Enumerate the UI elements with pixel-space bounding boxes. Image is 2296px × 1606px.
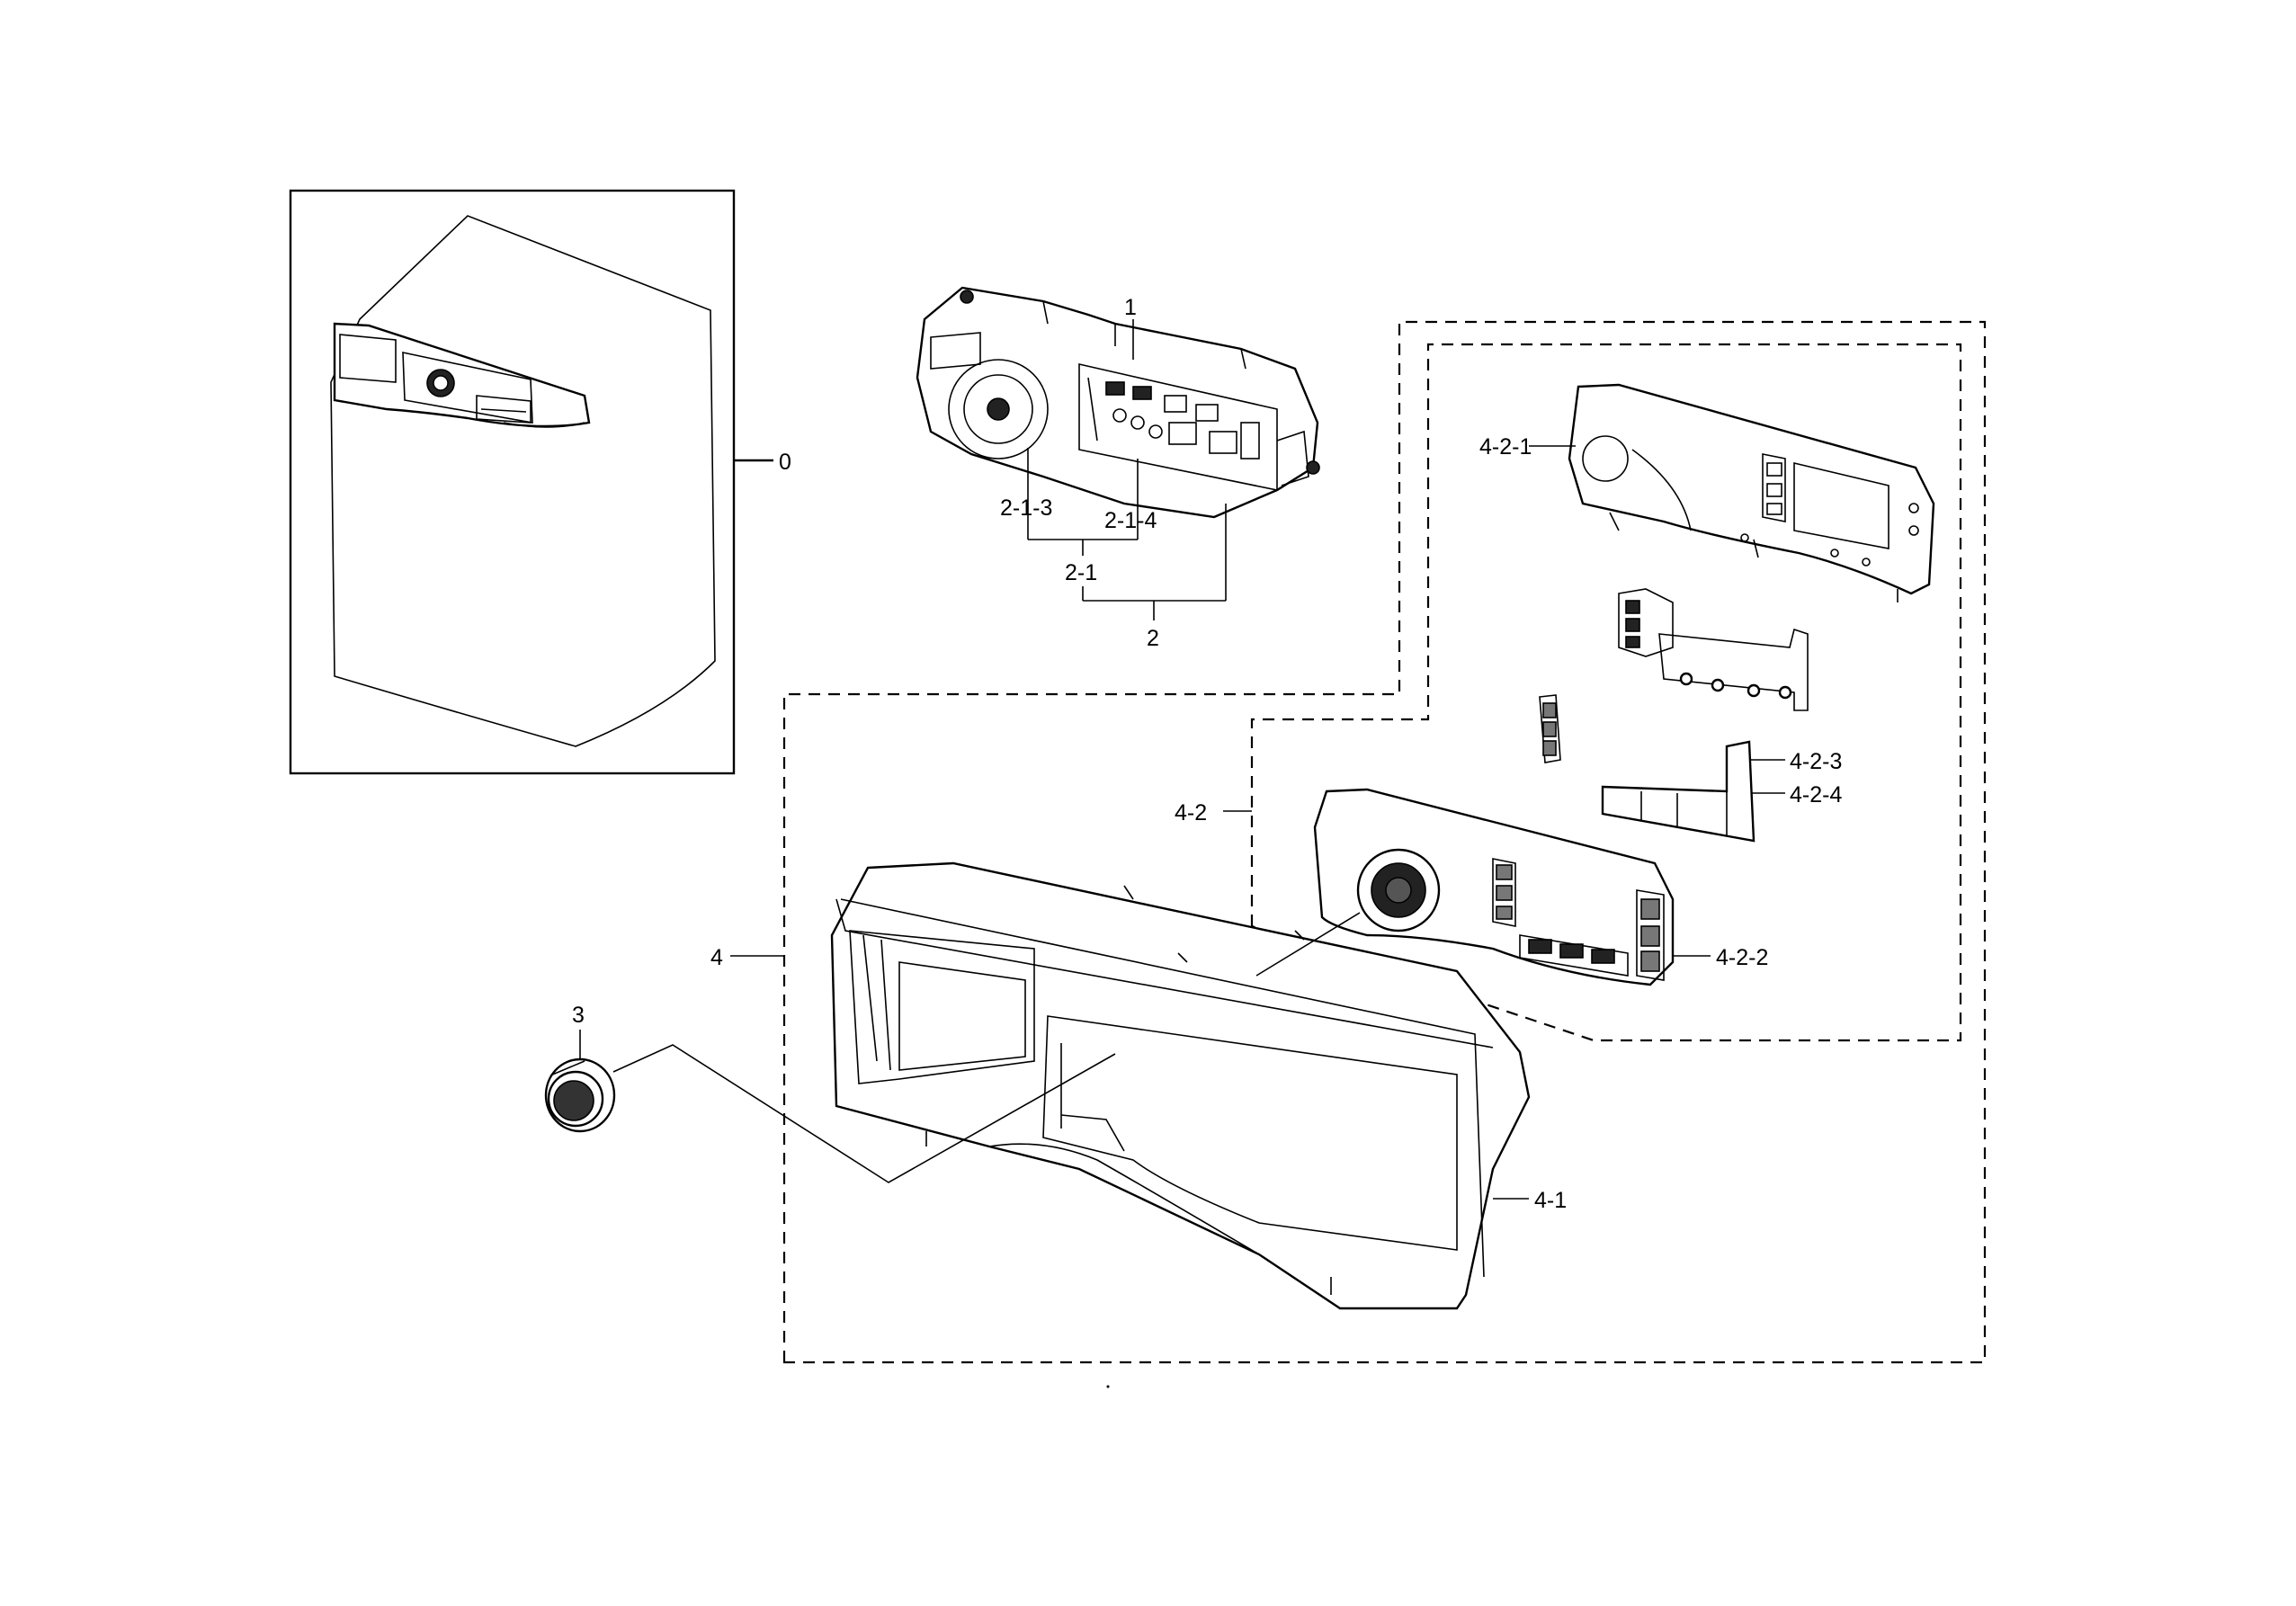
callout-4-2-4: 4-2-4 bbox=[1790, 782, 1842, 807]
pcb-assembly bbox=[916, 286, 1320, 519]
panel-frame-4-2-1 bbox=[1568, 383, 1935, 602]
callout-0: 0 bbox=[779, 450, 791, 475]
callout-2-1: 2-1 bbox=[1065, 560, 1097, 585]
callout-3: 3 bbox=[572, 1003, 585, 1028]
button-bracket bbox=[1618, 588, 1809, 711]
panel-housing-4-1 bbox=[830, 861, 1531, 1310]
callout-4-2-3: 4-2-3 bbox=[1790, 749, 1842, 774]
leader-decor-to-housing bbox=[1255, 912, 1361, 977]
button-piece-4-2-3-4-2-4 bbox=[1601, 740, 1756, 843]
assembly-overview-box bbox=[289, 189, 736, 775]
callout-2-1-4: 2-1-4 bbox=[1104, 508, 1157, 533]
callout-1: 1 bbox=[1124, 295, 1137, 320]
callout-4-2: 4-2 bbox=[1175, 800, 1207, 825]
knob-3 bbox=[544, 1057, 616, 1133]
callout-4-2-1: 4-2-1 bbox=[1479, 434, 1532, 459]
callout-2: 2 bbox=[1147, 626, 1159, 651]
callout-2-1-3: 2-1-3 bbox=[1000, 495, 1052, 521]
callout-4-2-2: 4-2-2 bbox=[1716, 945, 1768, 970]
decor-panel-4-2-2 bbox=[1313, 788, 1675, 986]
leader-knob-to-housing bbox=[612, 1044, 1116, 1183]
stray-dot bbox=[1106, 1385, 1110, 1388]
button-strip-small bbox=[1539, 694, 1561, 763]
callout-4-1: 4-1 bbox=[1534, 1188, 1567, 1213]
callout-4: 4 bbox=[710, 945, 723, 970]
